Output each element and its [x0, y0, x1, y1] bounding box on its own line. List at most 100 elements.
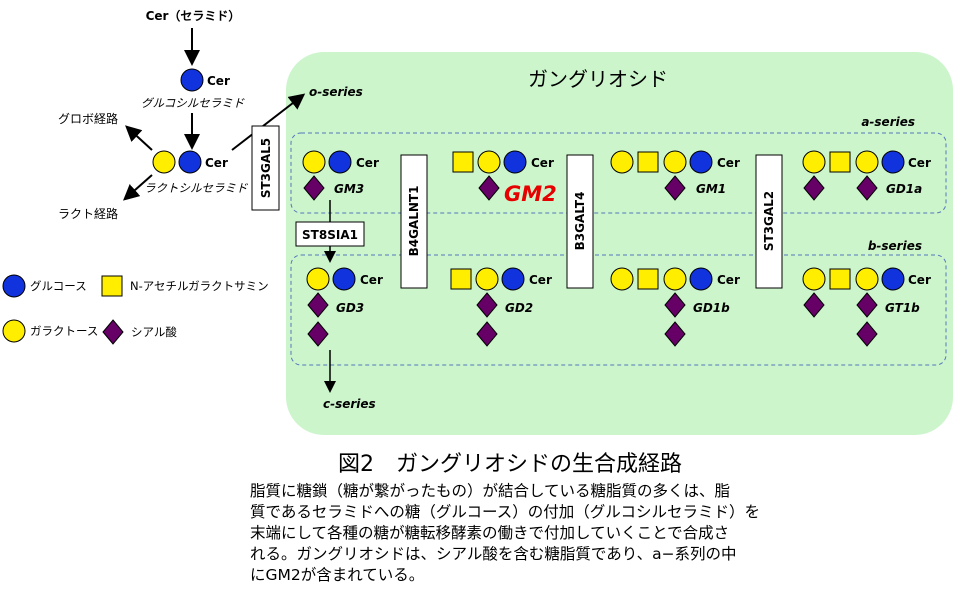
glucose-icon [501, 267, 525, 291]
gd3-label: GD3 [336, 301, 364, 315]
glucose-icon [881, 150, 905, 174]
arrow-to-o-series [231, 93, 306, 151]
enzyme-b4galnt1 [400, 154, 428, 289]
sialic-acid-icon [664, 175, 686, 201]
galactose-icon [855, 267, 879, 291]
caption-line: れる。ガングリオシドは、シアル酸を含む糖脂質であり、a−系列の中 [250, 545, 737, 563]
glucose-icon [178, 150, 202, 174]
arrow-to-lacto [123, 174, 153, 201]
galactose-icon [802, 150, 826, 174]
galactose-icon [475, 267, 499, 291]
galactose-icon [855, 150, 879, 174]
legend-galnac-label: N-アセチルガラクトサミン [130, 279, 269, 293]
galnac-icon [637, 268, 659, 290]
cer-top-label: Cer（セラミド） [146, 8, 241, 23]
gm1-label: GM1 [696, 182, 726, 196]
lactosylceramide-label: ラクトシルセラミド [144, 181, 248, 195]
caption-line: 末端にして各種の糖が糖転移酵素の働きで付加していくことで合成さ [250, 524, 730, 542]
enzyme-st3gal2 [755, 154, 783, 289]
enzyme-st8sia1 [295, 221, 365, 247]
globo-pathway-label: グロボ経路 [58, 111, 118, 126]
legend-galactose-icon [2, 319, 26, 343]
glucose-icon [332, 267, 356, 291]
cer-text: Cer [360, 273, 383, 287]
o-series-label: o-series [309, 85, 363, 99]
galnac-icon [829, 268, 851, 290]
gt1b-label: GT1b [885, 301, 920, 315]
sialic-acid-icon [664, 292, 686, 318]
legend-galactose-label: ガラクトース [30, 324, 98, 338]
enzyme-b4galnt1-label: B4GALNT1 [407, 186, 421, 257]
gd2-label: GD2 [505, 301, 533, 315]
sialic-acid-icon [856, 292, 878, 318]
cer-text: Cer [205, 156, 228, 170]
enzyme-b3galt4-label: B3GALT4 [573, 192, 587, 251]
a-series-box [290, 132, 947, 214]
gd1b-label: GD1b [693, 301, 730, 315]
legend-glucose-label: グルコース [30, 279, 87, 293]
galnac-icon [450, 268, 472, 290]
galactose-icon [663, 150, 687, 174]
gm2-label: GM2 [504, 182, 557, 206]
sialic-acid-icon [307, 321, 329, 347]
cer-text: Cer [531, 156, 554, 170]
galnac-icon [452, 151, 474, 173]
arrow-to-globo [125, 125, 153, 151]
legend-sialic-acid-icon [102, 319, 124, 345]
galnac-icon [637, 151, 659, 173]
galactose-icon [802, 267, 826, 291]
sialic-acid-icon [803, 175, 825, 201]
sialic-acid-icon [476, 292, 498, 318]
figure-caption-body: 脂質に糖鎖（糖が繋がったもの）が結合している糖脂質の多くは、脂 質であるセラミド… [250, 481, 810, 586]
figure-caption-title: 図2 ガングリオシドの生合成経路 [338, 452, 682, 477]
enzyme-st3gal5-label: ST3GAL5 [259, 138, 273, 198]
sialic-acid-icon [856, 175, 878, 201]
b-series-label: b-series [868, 239, 922, 253]
sialic-acid-icon [856, 321, 878, 347]
cer-text: Cer [908, 273, 931, 287]
caption-line: 脂質に糖鎖（糖が繋がったもの）が結合している糖脂質の多くは、脂 [250, 482, 731, 500]
c-series-label: c-series [323, 397, 376, 411]
cer-text: Cer [207, 74, 230, 88]
legend-galnac-icon [101, 275, 123, 297]
enzyme-st8sia1-label: ST8SIA1 [302, 228, 358, 242]
a-series-label: a-series [861, 115, 915, 129]
gd1a-label: GD1a [886, 182, 922, 196]
glucose-icon [881, 267, 905, 291]
galactose-icon [152, 150, 176, 174]
caption-line: にGM2が含まれている。 [250, 566, 425, 584]
galactose-icon [477, 150, 501, 174]
sialic-acid-icon [303, 175, 325, 201]
legend-sialic-label: シアル酸 [131, 325, 177, 339]
cer-text: Cer [356, 156, 379, 170]
enzyme-st3gal5 [251, 125, 280, 211]
glucose-icon [689, 150, 713, 174]
galactose-icon [302, 150, 326, 174]
sialic-acid-icon [478, 175, 500, 201]
galactose-icon [610, 150, 634, 174]
ganglioside-pathway-diagram: ガングリオシド a-series b-series Cer（セラミド） Cer … [2, 8, 953, 435]
glucose-icon [180, 68, 204, 92]
galactose-icon [663, 267, 687, 291]
legend-glucose-icon [2, 274, 26, 298]
panel-title: ガングリオシド [528, 67, 668, 91]
sialic-acid-icon [664, 321, 686, 347]
b-series-box [290, 254, 947, 366]
caption-line: 質であるセラミドへの糖（グルコース）の付加（グルコシルセラミド）を [250, 503, 760, 521]
cer-text: Cer [908, 156, 931, 170]
cer-text: Cer [717, 273, 740, 287]
glucose-icon [689, 267, 713, 291]
galnac-icon [829, 151, 851, 173]
gm3-label: GM3 [334, 182, 364, 196]
glucose-icon [328, 150, 352, 174]
enzyme-b3galt4 [566, 154, 594, 289]
glucosylceramide-label: グルコシルセラミド [141, 96, 245, 110]
galactose-icon [610, 267, 634, 291]
galactose-icon [306, 267, 330, 291]
cer-text: Cer [529, 273, 552, 287]
ganglioside-panel [286, 52, 953, 435]
enzyme-st3gal2-label: ST3GAL2 [762, 191, 776, 251]
sialic-acid-icon [307, 292, 329, 318]
sialic-acid-icon [803, 292, 825, 318]
cer-text: Cer [717, 156, 740, 170]
